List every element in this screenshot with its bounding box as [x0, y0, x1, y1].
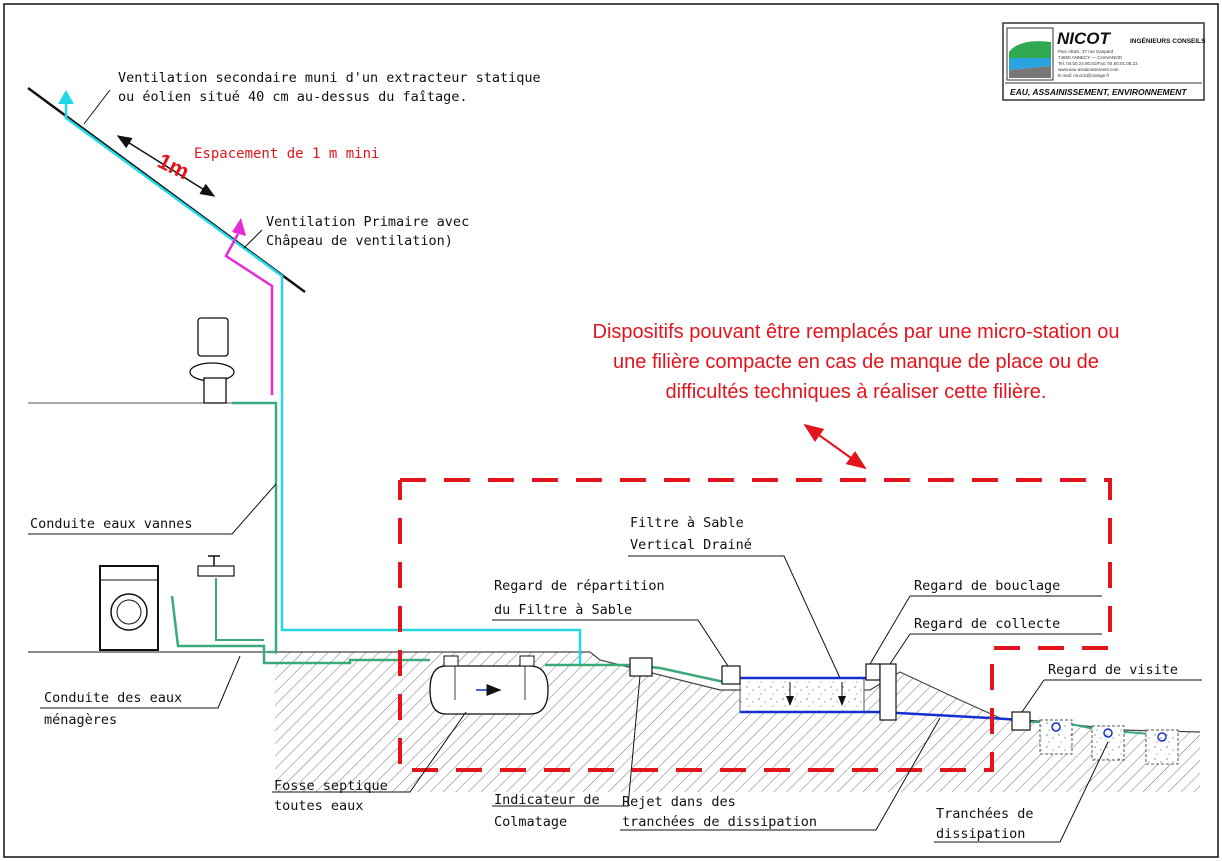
note-line-1: Dispositifs pouvant être remplacés par u… [593, 321, 1120, 343]
logo-address-3: Tel. 04.50.24.80.81/Fax: 04.50.01.08.23 [1058, 61, 1138, 66]
logo-address-1: Parc Altaïs, 37 rue Gaspard [1058, 49, 1114, 54]
note-line-2: une filière compacte en cas de manque de… [613, 351, 1099, 373]
toilet-icon [189, 317, 235, 404]
label-regard-repartition-2: du Filtre à Sable [494, 602, 632, 618]
leader-vent-primary [243, 229, 263, 249]
logo-brand: NICOT [1057, 29, 1112, 48]
note-line-3: difficultés techniques à réaliser cette … [666, 381, 1047, 403]
spacing-arrow [116, 135, 216, 197]
leader-tranchees [934, 741, 1109, 843]
leader-conduite-menageres [40, 655, 241, 709]
fosse-septique-tank [429, 655, 549, 715]
leader-bouclage-tick [869, 595, 911, 665]
label-regard-bouclage: Regard de bouclage [914, 578, 1060, 594]
logo-subtitle: INGÉNIEURS CONSEILS [1130, 36, 1206, 45]
label-rejet-1: Rejet dans des [622, 794, 736, 810]
leader-conduite-vannes [28, 483, 277, 535]
vent-primary-arrowhead [232, 218, 246, 236]
label-conduite-menageres-1: Conduite des eaux [44, 690, 182, 706]
label-conduite-menageres-2: ménagères [44, 712, 117, 728]
conduite-menageres-pipe [170, 595, 430, 665]
replaceable-zone-outline [398, 478, 1112, 772]
leader-filtre [628, 555, 841, 679]
conduite-eaux-vannes-pipe [232, 401, 278, 654]
leader-fosse [272, 711, 467, 793]
logo-address-4: www.eau-assainissement.com [1058, 67, 1119, 72]
label-vent-primary-2: Châpeau de ventilation) [266, 233, 453, 249]
label-regard-visite: Regard de visite [1048, 662, 1178, 678]
regard-collecte-box [879, 663, 897, 721]
label-indicateur-2: Colmatage [494, 814, 567, 830]
zone-pointer-arrow [803, 423, 867, 470]
logo-tagline: EAU, ASSAINISSEMENT, ENVIRONNEMENT [1010, 87, 1187, 97]
label-fosse-2: toutes eaux [274, 798, 363, 814]
indicateur-colmatage-box [629, 657, 653, 677]
regard-bouclage-box [865, 663, 881, 681]
label-regard-repartition-1: Regard de répartition [494, 578, 665, 594]
leader-rejet [620, 717, 941, 831]
leader-visite-tick [1021, 679, 1045, 713]
diagram-frame [3, 3, 1219, 858]
label-tranchees-2: dissipation [936, 826, 1025, 842]
vent-secondary-arrowhead [58, 90, 74, 104]
label-filtre-2: Vertical Drainé [630, 537, 752, 553]
label-rejet-2: tranchées de dissipation [622, 814, 817, 830]
label-tranchees-1: Tranchées de [936, 806, 1034, 822]
label-vent-primary-1: Ventilation Primaire avec [266, 214, 469, 230]
leader-regard-repartition [492, 619, 729, 667]
regard-visite-box [1011, 711, 1031, 731]
ventilation-secondary-pipe [64, 96, 582, 665]
logo-address-5: E-mail: nicot.b@orange.fr [1058, 73, 1110, 78]
label-vent-secondary-1: Ventilation secondaire muni d'un extract… [118, 70, 541, 86]
leader-collecte-tick [889, 633, 911, 665]
label-conduite-vannes: Conduite eaux vannes [30, 516, 193, 532]
sink-drain-pipe [215, 578, 264, 641]
label-filtre-1: Filtre à Sable [630, 515, 744, 531]
ventilation-primary-pipe [224, 233, 274, 395]
logo-address-2: 74650 ANNECY — CHAVANOD [1058, 55, 1123, 60]
leader-indicateur [492, 675, 641, 807]
company-logo: NICOT INGÉNIEURS CONSEILS Parc Altaïs, 3… [1002, 22, 1206, 101]
label-vent-secondary-2: ou éolien situé 40 cm au-dessus du faîta… [118, 89, 468, 105]
sink-icon [197, 555, 235, 577]
label-fosse-1: Fosse septique [274, 778, 388, 794]
label-spacing-text: Espacement de 1 m mini [194, 146, 379, 162]
label-indicateur-1: Indicateur de [494, 792, 600, 808]
filtre-a-sable-bed [739, 677, 865, 713]
washing-machine-icon [99, 565, 159, 651]
regard-repartition-box [721, 665, 741, 685]
leader-vent-secondary [83, 89, 111, 125]
label-regard-collecte: Regard de collecte [914, 616, 1060, 632]
